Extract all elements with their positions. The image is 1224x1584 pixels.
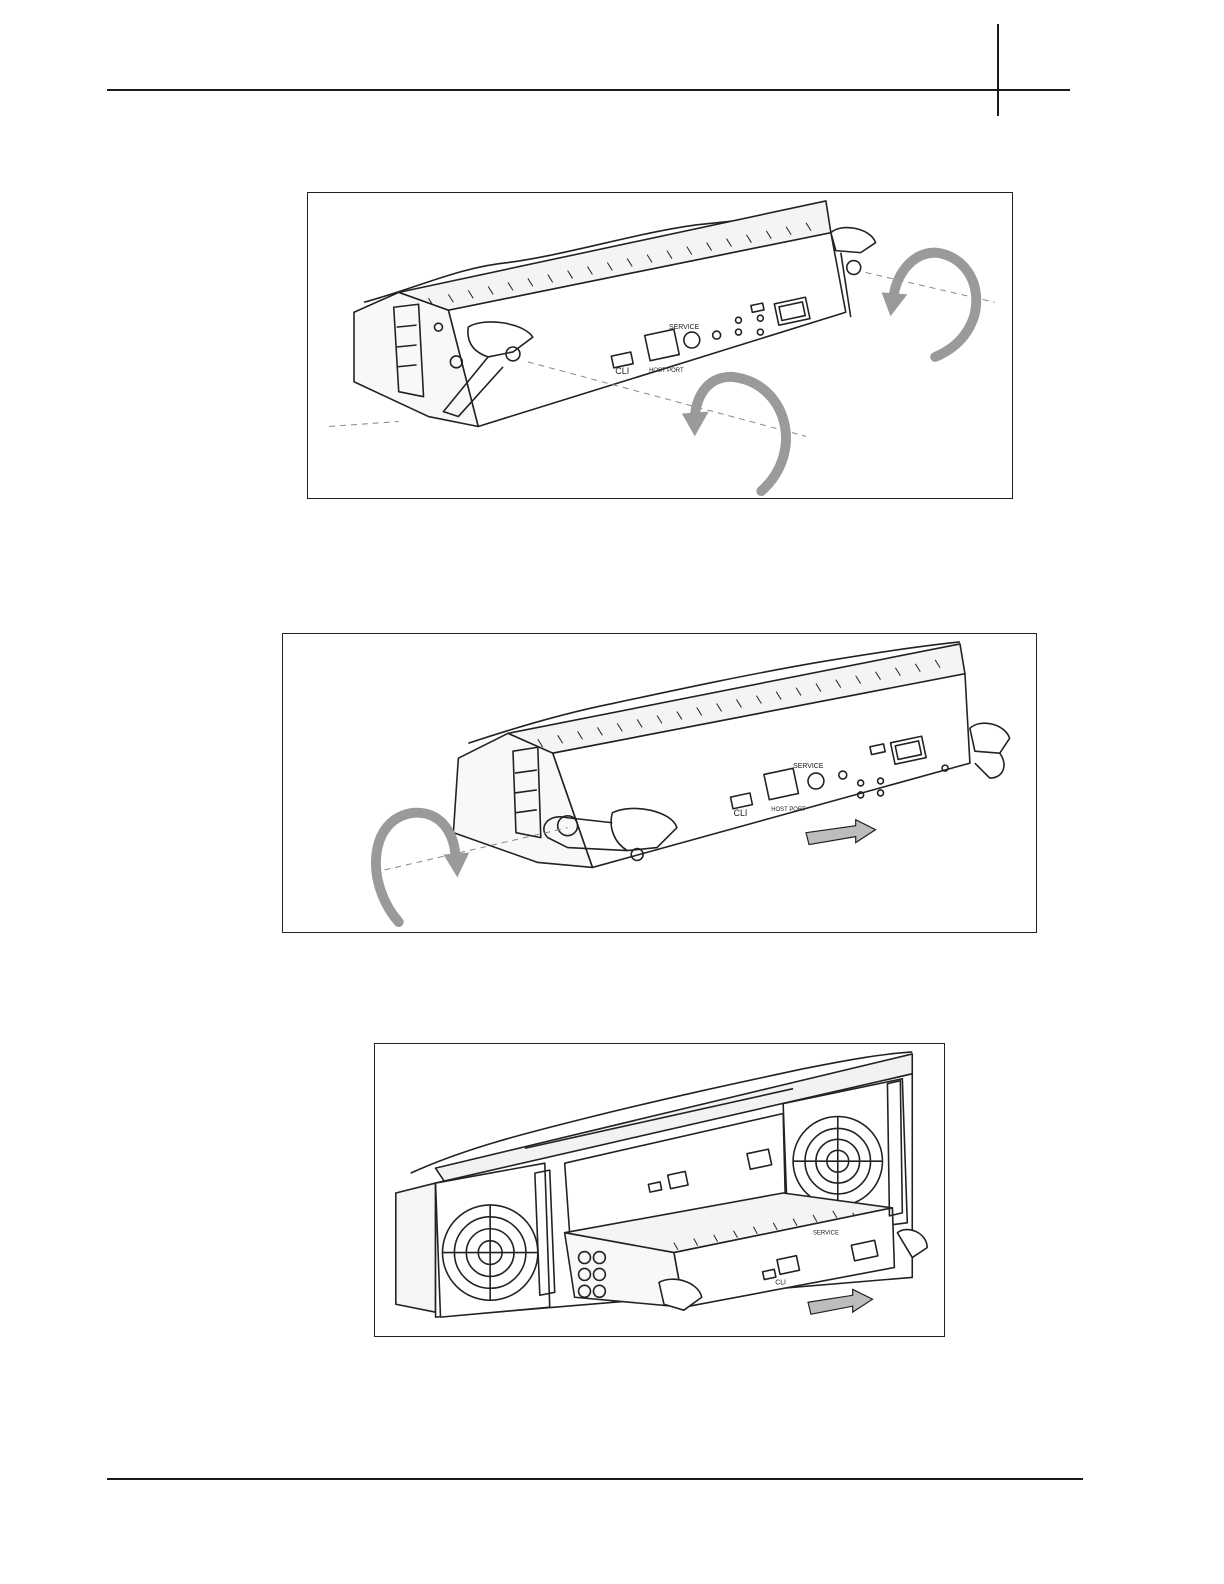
header-tick [997,24,999,116]
footer-rule [107,1478,1083,1480]
header-rule [107,89,1070,91]
cli-label: CLI [775,1279,786,1286]
service-label: SERVICE [793,763,824,770]
service-label: SERVICE [669,324,700,331]
enclosure-illustration: CLI SERVICE [375,1044,944,1336]
slide-arrow-icon [808,1289,873,1314]
cli-label: CLI [615,366,629,376]
service-label: SERVICE [813,1231,839,1237]
cli-label: CLI [734,808,748,818]
figure-module-removed-from-enclosure: CLI SERVICE [374,1043,945,1337]
rotate-arrow-icon [882,253,977,357]
controller-module-illustration: CLI SERVICE HOST PORT [283,634,1036,932]
figure-unlock-latches: CLI SERVICE HOST PORT [307,192,1013,499]
figure-pull-module: CLI SERVICE HOST PORT [282,633,1037,933]
controller-module-illustration: CLI SERVICE HOST PORT [308,193,1012,498]
host-port-label: HOST PORT [649,368,684,374]
rotate-arrow-icon [682,377,786,491]
host-port-label: HOST PORT [771,807,806,813]
slide-arrow-icon [806,820,876,845]
